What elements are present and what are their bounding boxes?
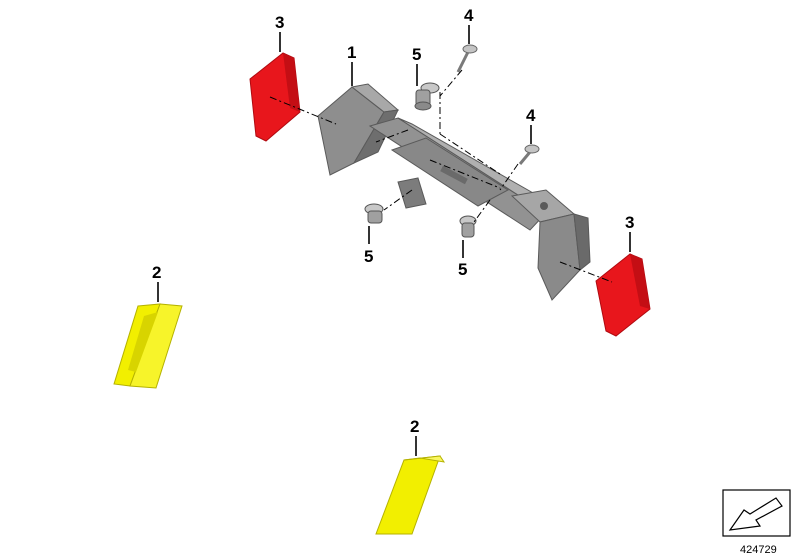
callout-yellow-left: 2 <box>152 263 161 282</box>
leader-lines <box>157 25 631 456</box>
grommet-bottom[interactable] <box>459 215 477 238</box>
yellow-reflector-bottom[interactable] <box>375 455 446 535</box>
red-reflector-left[interactable] <box>249 52 301 142</box>
callout-grommet-top: 5 <box>412 45 421 64</box>
assembly-lines <box>269 69 613 283</box>
yellow-reflector-left[interactable] <box>113 303 183 389</box>
grommet-left[interactable] <box>364 203 384 224</box>
grommet-top[interactable] <box>414 82 440 111</box>
screw-right[interactable] <box>518 144 540 165</box>
callout-screw-top: 4 <box>464 6 474 25</box>
red-reflector-right[interactable] <box>595 253 651 337</box>
callout-yellow-bottom: 2 <box>410 417 419 436</box>
callout-screw-right: 4 <box>526 106 536 125</box>
bracket[interactable] <box>317 83 591 301</box>
callout-bracket: 1 <box>347 43 356 62</box>
arrow-symbol-icon <box>722 489 791 537</box>
callout-red-left: 3 <box>275 13 284 32</box>
callout-grommet-bottom: 5 <box>458 260 467 279</box>
document-number: 424729 <box>740 544 777 556</box>
screw-top[interactable] <box>456 44 478 73</box>
callout-red-right: 3 <box>625 213 634 232</box>
callout-grommet-left: 5 <box>364 247 373 266</box>
